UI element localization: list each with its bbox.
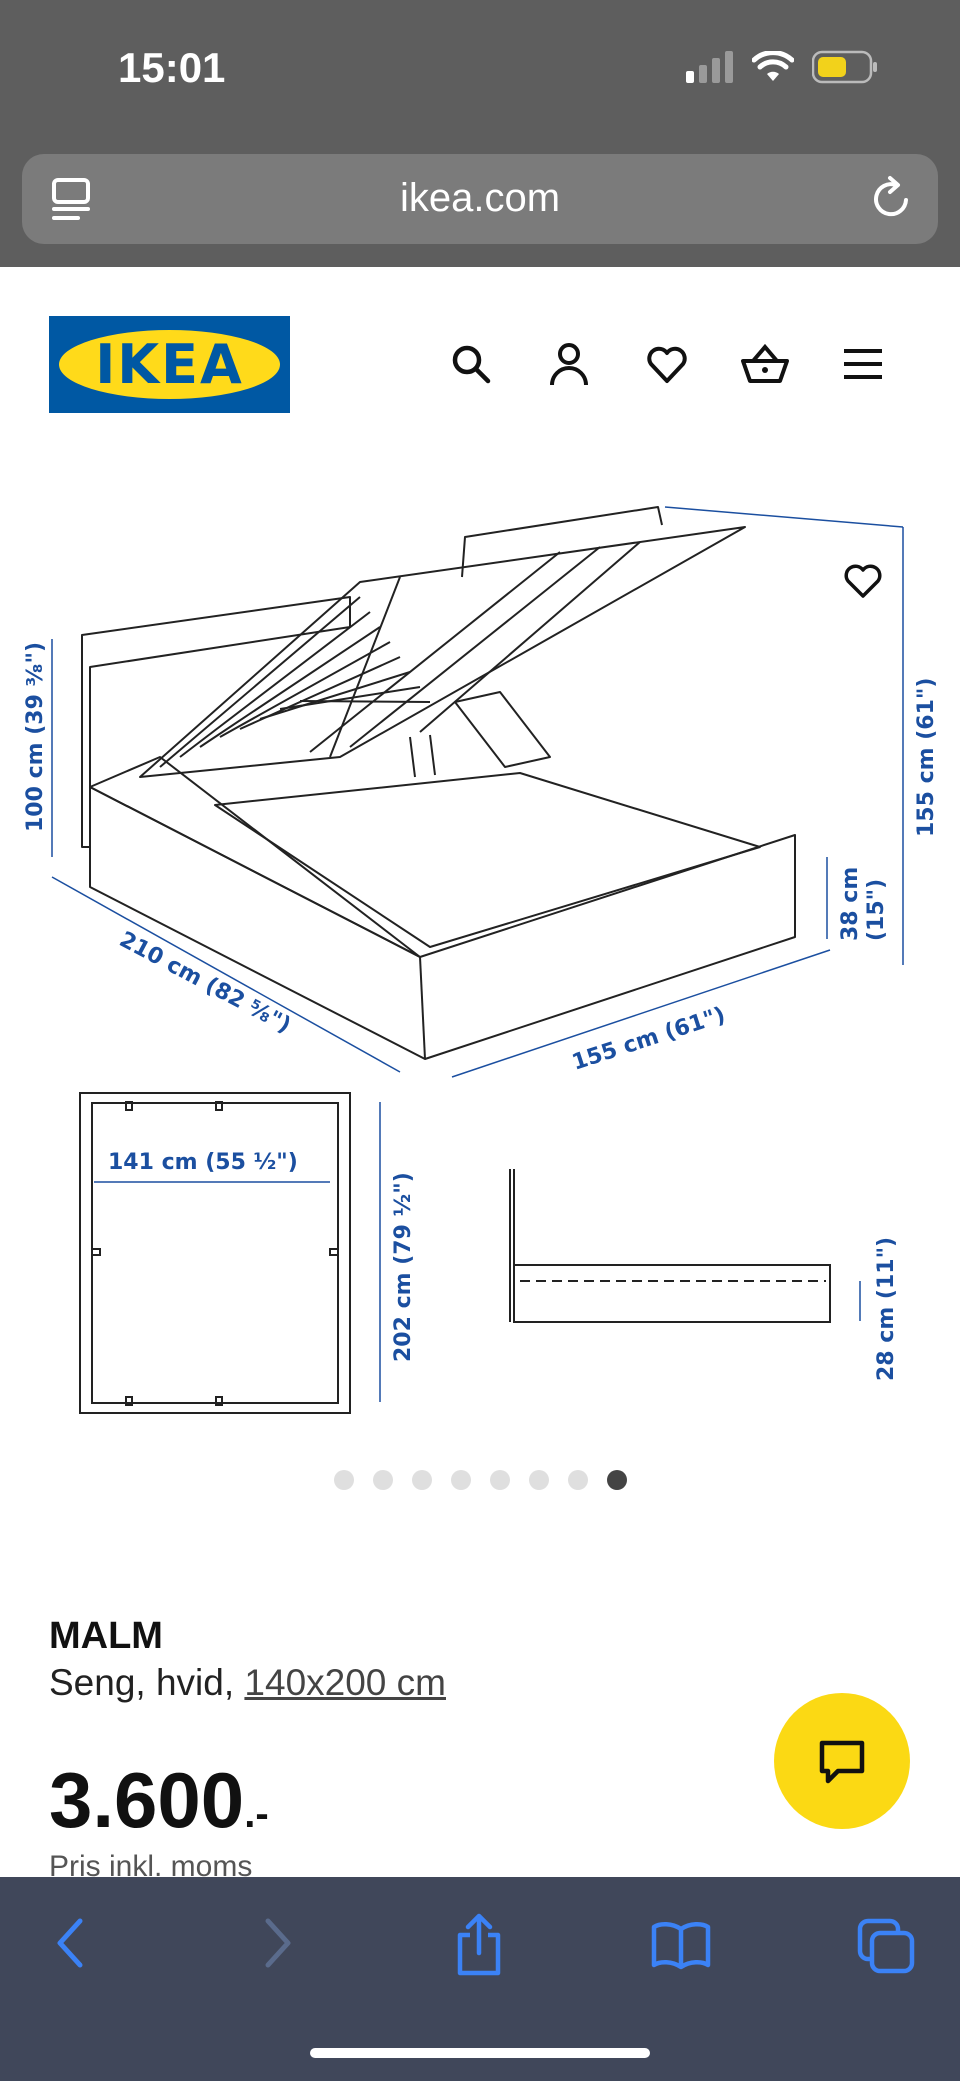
- product-image-gallery[interactable]: 100 cm (39 ³⁄₈") 210 cm (82 ⁵⁄₈") 155 cm…: [0, 417, 960, 1437]
- bookmarks-icon[interactable]: [650, 1919, 712, 1971]
- dim-inner-width: 141 cm (55 ½"): [108, 1150, 298, 1175]
- header-nav: [0, 341, 960, 391]
- dim-width: 155 cm (61"): [569, 1003, 728, 1076]
- dim-headboard-height: 100 cm (39 ³⁄₈"): [23, 642, 48, 832]
- cellular-signal-icon: [686, 51, 733, 83]
- gallery-pagination: [0, 1470, 960, 1490]
- forward-icon[interactable]: [258, 1913, 298, 1973]
- favorites-icon[interactable]: [644, 341, 690, 387]
- product-description: Seng, hvid, 140x200 cm: [49, 1662, 446, 1704]
- pagination-dot[interactable]: [528, 1470, 549, 1490]
- tabs-icon[interactable]: [856, 1917, 916, 1975]
- url-text: ikea.com: [399, 176, 561, 220]
- price-suffix: .-: [244, 1792, 269, 1836]
- product-price: 3.600.-: [49, 1755, 269, 1846]
- ikea-logo[interactable]: IKEA: [49, 316, 290, 413]
- product-size-link[interactable]: 140x200 cm: [244, 1662, 446, 1703]
- dim-inner-length: 202 cm (79 ½"): [391, 1172, 416, 1362]
- pagination-dot[interactable]: [489, 1470, 510, 1490]
- profile-icon[interactable]: [546, 341, 592, 387]
- back-icon[interactable]: [50, 1913, 90, 1973]
- pagination-dot[interactable]: [333, 1470, 354, 1490]
- dim-storage-height: 28 cm (11"): [874, 1237, 899, 1381]
- status-time: 15:01: [118, 44, 226, 91]
- pagination-dot[interactable]: [567, 1470, 588, 1490]
- home-indicator: [310, 2048, 650, 2058]
- wifi-icon: [752, 51, 794, 81]
- site-header: IKEA: [0, 267, 960, 417]
- status-icons: [686, 50, 878, 84]
- browser-toolbar: [0, 1877, 960, 2081]
- pagination-dot[interactable]: [450, 1470, 471, 1490]
- pagination-dot[interactable]: [411, 1470, 432, 1490]
- dim-total-height: 155 cm (61"): [914, 678, 939, 837]
- reload-icon[interactable]: [870, 174, 914, 222]
- address-bar[interactable]: ikea.com: [22, 154, 938, 244]
- dim-frame-height-inches: (15"): [864, 879, 889, 941]
- image-favorite-icon[interactable]: [844, 564, 882, 598]
- search-icon[interactable]: [448, 341, 494, 387]
- pagination-dot-active[interactable]: [606, 1470, 627, 1490]
- dim-frame-height: 38 cm: [838, 867, 863, 941]
- battery-icon: [812, 50, 877, 84]
- price-value: 3.600: [49, 1756, 245, 1844]
- menu-icon[interactable]: [840, 341, 886, 387]
- pagination-dot[interactable]: [372, 1470, 393, 1490]
- status-bar: 15:01: [0, 0, 960, 140]
- chat-icon: [819, 1740, 865, 1784]
- product-type: Seng, hvid,: [49, 1662, 235, 1703]
- share-icon[interactable]: [452, 1913, 506, 1977]
- reader-icon[interactable]: [50, 176, 94, 222]
- dim-length: 210 cm (82 ⁵⁄₈"): [115, 927, 294, 1038]
- chat-button[interactable]: [774, 1693, 910, 1829]
- basket-icon[interactable]: [740, 341, 790, 387]
- bed-dimension-drawing: 100 cm (39 ³⁄₈") 210 cm (82 ⁵⁄₈") 155 cm…: [23, 506, 939, 1414]
- product-info: MALM Seng, hvid, 140x200 cm: [49, 1615, 446, 1704]
- logo-text: IKEA: [95, 333, 244, 396]
- logo-oval: IKEA: [59, 330, 280, 399]
- browser-chrome: ikea.com: [0, 140, 960, 267]
- product-brand: MALM: [49, 1615, 163, 1657]
